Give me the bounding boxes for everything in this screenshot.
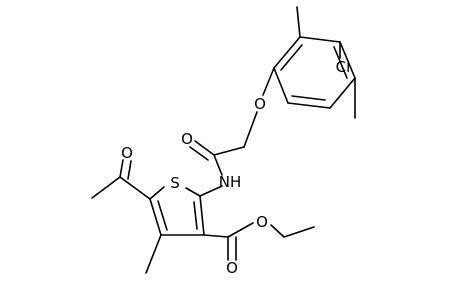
- bond-acetyl-co-1: [119, 159, 124, 178]
- bond-amide-co-2: [189, 146, 209, 161]
- bond-c3-ester: [203, 234, 229, 238]
- bond-ring-b5: [339, 41, 356, 79]
- bond-ch2-carbonyl: [213, 146, 245, 156]
- atom-label-nh: NH: [219, 173, 242, 191]
- atom-label-ester-carbonyl-o: O: [226, 259, 238, 277]
- bond-ether-ch2: [243, 111, 258, 148]
- bond-ring-b5-inner: [333, 46, 348, 79]
- label-layer: Cl O O NH S O O O: [121, 58, 350, 277]
- bond-thio-c2-s: [185, 187, 201, 197]
- bond-thio-c3-c2-inner: [193, 201, 198, 230]
- bond-ring-b2: [273, 67, 289, 104]
- atom-label-ester-alkoxy-o: O: [256, 213, 268, 231]
- bond-ring-b1-inner: [280, 44, 303, 71]
- atom-label-amide-o: O: [181, 130, 193, 148]
- bond-ethyl-ch3: [283, 226, 315, 238]
- bond-o-ethyl-ch2: [270, 224, 285, 238]
- atom-label-ether-o: O: [254, 95, 266, 113]
- bond-c5-acetyl: [119, 176, 151, 200]
- atom-label-cl: Cl: [336, 58, 351, 76]
- bond-ring-b3-inner: [291, 95, 326, 101]
- bond-thio-c5-c4: [149, 198, 162, 236]
- bond-ring-ether: [262, 67, 275, 96]
- bond-ring-b4: [329, 77, 356, 109]
- bond-thio-s-c5: [149, 186, 165, 200]
- atom-label-s: S: [170, 174, 180, 192]
- bond-thio-c5-c4-inner: [157, 200, 168, 231]
- atom-label-acetyl-o: O: [121, 144, 133, 162]
- bond-nh-c2: [199, 185, 223, 197]
- bond-acetyl-co-2: [127, 160, 132, 180]
- bond-ring-b3: [287, 102, 331, 109]
- bond-carbonyl-nh: [213, 154, 223, 176]
- bond-ester-o: [227, 222, 254, 238]
- bond-methyl-top: [296, 6, 301, 38]
- bond-c4-methyl: [145, 234, 162, 274]
- bond-thio-c3-c2: [199, 195, 205, 236]
- bond-ring-b6: [299, 36, 341, 43]
- bond-layer: [91, 6, 356, 274]
- bond-acetyl-methyl: [91, 176, 121, 199]
- bond-ring-b1: [273, 36, 301, 69]
- bond-amide-co-1: [194, 140, 215, 156]
